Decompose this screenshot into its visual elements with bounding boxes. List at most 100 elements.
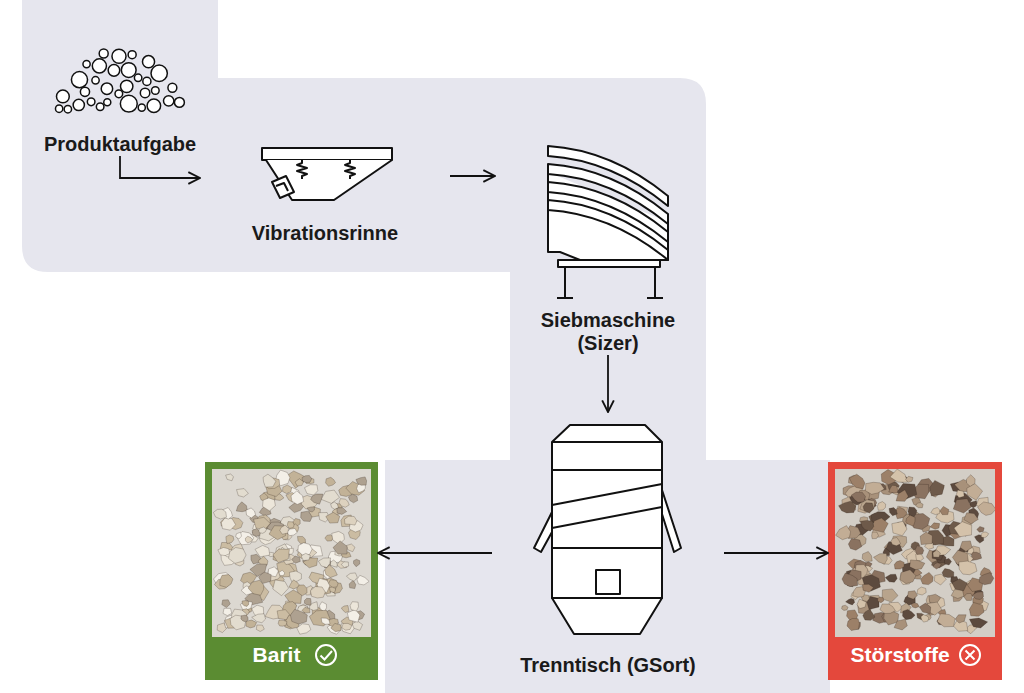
pile-grain: [120, 95, 137, 112]
gravel-stone: [908, 591, 918, 600]
pile-grain: [121, 63, 136, 78]
gravel-stone: [865, 482, 884, 494]
gravel-stone: [333, 541, 347, 554]
flow-arrow: [378, 552, 492, 554]
gravel-stone: [292, 556, 301, 563]
gravel-stone: [849, 474, 865, 489]
gravel-stone: [880, 604, 896, 614]
gravel-stone: [259, 527, 267, 533]
screening-machine-symbol: [548, 146, 668, 298]
pile-grain: [138, 104, 145, 111]
photo-ground: [835, 469, 995, 637]
flow-arrow: [120, 156, 200, 178]
check-icon: [316, 645, 336, 665]
feeder-drive: [276, 183, 288, 191]
gravel-stone: [890, 469, 907, 482]
cross-circle: [960, 645, 980, 665]
pile-grain: [87, 98, 95, 106]
gravel-stone: [862, 552, 872, 562]
gravel-stone: [321, 618, 330, 624]
gravel-stone: [278, 620, 287, 626]
gravel-stone: [860, 520, 873, 531]
gravel-stone: [273, 580, 289, 596]
gravel-stone: [310, 587, 325, 599]
pile-grain: [92, 59, 106, 73]
gravel-stone: [279, 570, 285, 575]
gravel-stone: [945, 558, 952, 565]
gravel-stone: [842, 605, 849, 610]
step-label: Vibrationsrinne: [252, 222, 398, 245]
gravel-stone: [942, 569, 954, 578]
gravel-stone: [954, 522, 972, 537]
pile-grain: [71, 72, 87, 88]
gravel-stone: [930, 523, 939, 530]
vibrating-feeder-symbol: [262, 148, 392, 200]
gravel-stone: [851, 492, 865, 502]
process-step: Siebmaschine (Sizer): [495, 165, 721, 355]
gravel-photo: [835, 469, 995, 637]
gravel-stone: [891, 538, 901, 546]
process-step: Trenntisch (GSort): [492, 412, 724, 677]
result-label: Störstoffe: [835, 637, 995, 673]
gravel-stone: [863, 609, 875, 620]
sorter-hood: [552, 425, 662, 470]
gravel-stone: [872, 532, 879, 539]
flow-arrow: [450, 175, 495, 177]
pile-grain: [108, 65, 120, 77]
step-label: Siebmaschine (Sizer): [533, 309, 683, 355]
gravel-stone: [346, 573, 357, 581]
pile-grain: [140, 88, 149, 97]
gravel-stone: [283, 485, 292, 494]
gravel-stone: [345, 516, 357, 525]
gravel-stone: [342, 623, 352, 630]
pile-grain: [168, 83, 177, 92]
gravel-stone: [280, 525, 289, 534]
flow-arrow: [607, 355, 609, 412]
gravel-stone: [860, 500, 875, 513]
gravel-stone: [354, 559, 360, 566]
gravel-stone: [917, 587, 926, 595]
gravel-stone: [263, 498, 276, 511]
gravel-stone: [900, 570, 916, 584]
pile-grain: [56, 90, 69, 103]
pile-grain: [92, 77, 99, 84]
material-pile: [55, 49, 184, 113]
gravel-stone: [953, 499, 971, 513]
gravel-stone: [301, 553, 310, 560]
gravel-stone: [977, 527, 984, 533]
gravel-stone: [289, 571, 301, 582]
gravel-stone: [318, 558, 330, 568]
gravel-stone: [350, 602, 358, 611]
gravel-stone: [297, 624, 311, 634]
pile-grain: [134, 74, 141, 81]
gravel-stone: [298, 543, 312, 555]
photo-layer: [212, 469, 996, 637]
gravel-stone: [263, 474, 276, 487]
gravel-stone: [920, 532, 932, 545]
gravel-stone: [246, 620, 257, 628]
gravel-stone: [246, 508, 256, 518]
gravel-stone: [256, 625, 264, 632]
gravel-stone: [250, 564, 267, 577]
sorter-body: [552, 470, 662, 548]
feeder-trough: [266, 160, 392, 200]
sorter-flap: [662, 490, 681, 552]
process-step: Vibrationsrinne: [200, 140, 450, 245]
gravel-stone: [848, 539, 861, 551]
gravel-stone: [309, 610, 330, 626]
gravel-stone: [894, 619, 907, 630]
screen-deck: [548, 146, 668, 206]
gravel-stone: [356, 477, 367, 485]
pile-grain: [99, 49, 108, 58]
gravel-stone: [979, 573, 994, 585]
gravel-stone: [846, 599, 855, 605]
gravel-stone: [969, 602, 984, 616]
gravel-stone: [892, 521, 907, 535]
gravel-stone: [349, 580, 356, 588]
gravel-stone: [951, 590, 964, 599]
pile-grain: [104, 99, 111, 106]
cross-mark: [966, 651, 975, 660]
pile-grain: [80, 87, 89, 96]
